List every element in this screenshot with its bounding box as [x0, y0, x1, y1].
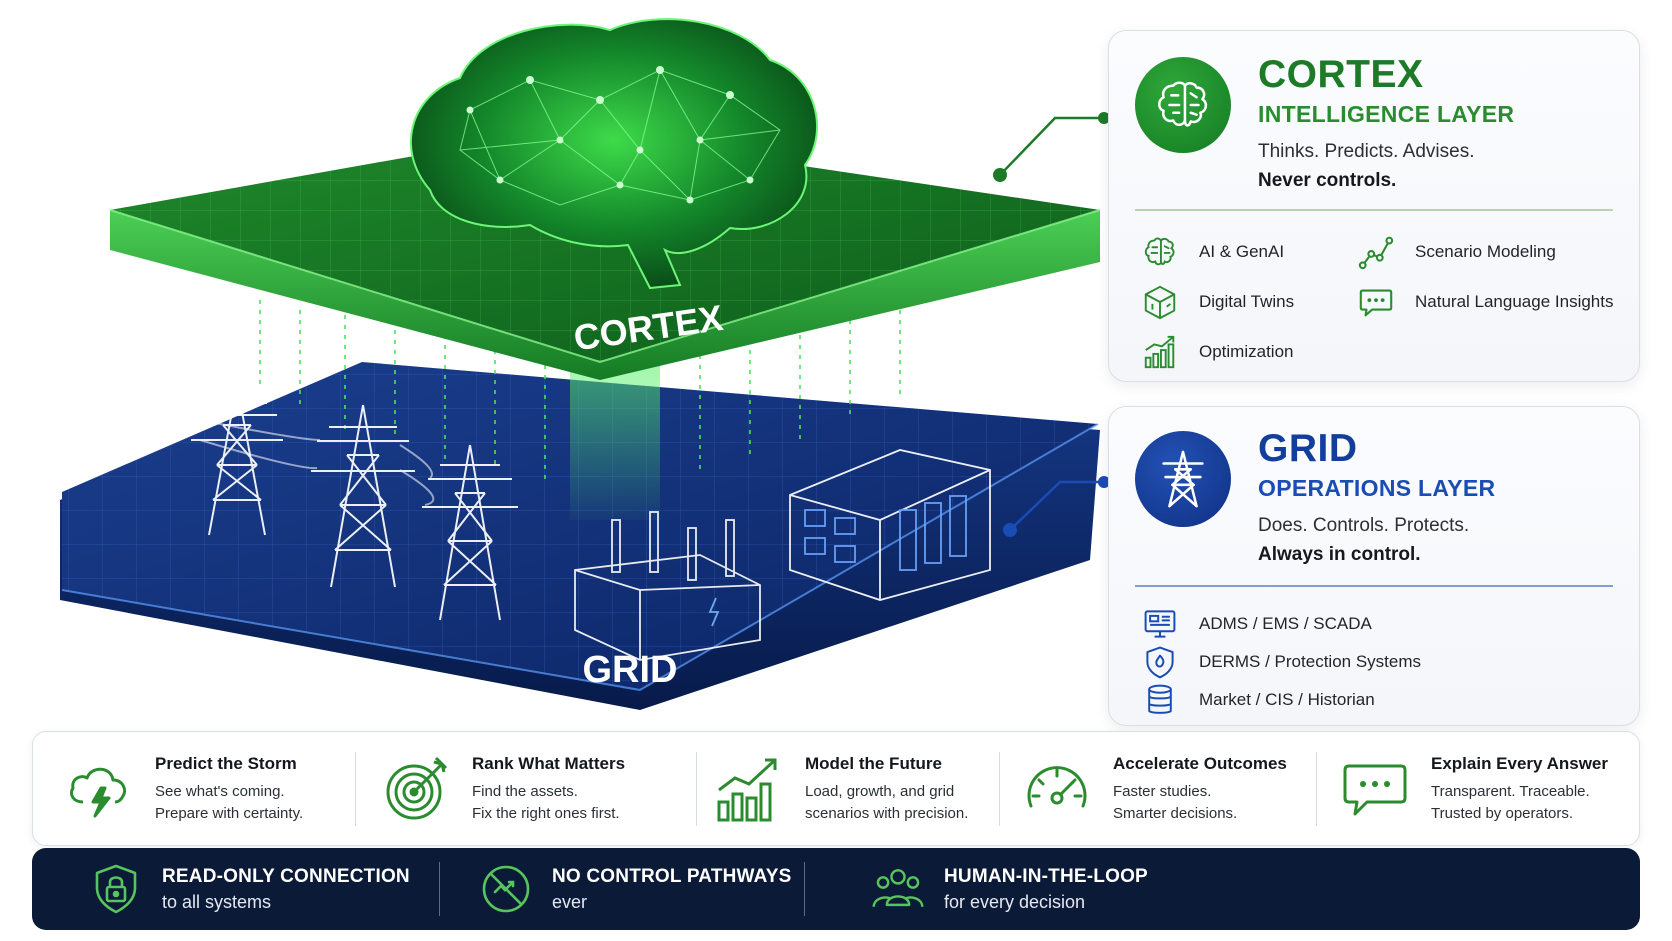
grid-connector: [1003, 476, 1110, 537]
principle-no-control: NO CONTROL PATHWAYS ever: [478, 848, 792, 930]
monitor-icon: [1139, 603, 1181, 645]
benefit-separator: [696, 752, 697, 826]
grid-card-tagline: Does. Controls. Protects.: [1258, 515, 1470, 536]
principle-read-only: READ-ONLY CONNECTION to all systems: [88, 848, 410, 930]
benefit-rank-line2: Fix the right ones first.: [472, 805, 620, 822]
benefit-accelerate: Accelerate Outcomes Faster studies. Smar…: [1019, 732, 1287, 847]
people-icon: [870, 861, 926, 917]
principle-no-control-sub: ever: [552, 891, 588, 912]
benefit-explain-line2: Trusted by operators.: [1431, 805, 1574, 822]
grid-platform-label: GRID: [583, 649, 678, 691]
grid-card-tagline-bold: Always in control.: [1258, 544, 1421, 565]
benefit-rank: Rank What Matters Find the assets. Fix t…: [378, 732, 625, 847]
principle-no-control-title: NO CONTROL PATHWAYS: [552, 865, 792, 887]
benefit-accelerate-line2: Smarter decisions.: [1113, 805, 1238, 822]
cortex-feature-ai: AI & GenAI: [1139, 231, 1284, 273]
storm-cloud-icon: [61, 752, 137, 828]
benefit-predict-title: Predict the Storm: [155, 754, 297, 773]
benefit-model: Model the Future Load, growth, and grid …: [711, 732, 968, 847]
cortex-feature-optimization: Optimization: [1139, 331, 1293, 373]
speedometer-icon: [1019, 752, 1095, 828]
grid-feature-derms-label: DERMS / Protection Systems: [1199, 652, 1422, 671]
cortex-card-tagline-bold: Never controls.: [1258, 170, 1397, 191]
benefit-accelerate-line1: Faster studies.: [1113, 783, 1212, 800]
principles-footer: READ-ONLY CONNECTION to all systems NO C…: [32, 848, 1640, 930]
grid-feature-market: Market / CIS / Historian: [1139, 679, 1375, 721]
growth-chart-icon: [711, 752, 787, 828]
grid-feature-adms: ADMS / EMS / SCADA: [1139, 603, 1372, 645]
grid-layer-card: GRID OPERATIONS LAYER Does. Controls. Pr…: [1108, 406, 1640, 726]
benefit-model-line2: scenarios with precision.: [805, 805, 969, 822]
cortex-card-title: CORTEX: [1258, 53, 1424, 96]
footer-separator: [439, 862, 440, 916]
tower-icon: [1162, 450, 1204, 508]
control-building: [789, 449, 991, 601]
brain-icon: [1158, 81, 1208, 127]
cortex-feature-twins: Digital Twins: [1139, 281, 1294, 323]
transmission-towers: [191, 384, 518, 621]
benefits-strip: Predict the Storm See what's coming. Pre…: [32, 731, 1640, 846]
grid-platform: [60, 362, 1100, 710]
grid-card-subtitle: OPERATIONS LAYER: [1258, 475, 1496, 501]
principle-read-only-sub: to all systems: [162, 891, 272, 912]
benefit-explain-line1: Transparent. Traceable.: [1431, 783, 1590, 800]
benefit-model-title: Model the Future: [805, 754, 942, 773]
grid-feature-market-label: Market / CIS / Historian: [1199, 690, 1375, 709]
benefit-separator: [355, 752, 356, 826]
trend-line-icon: [1355, 231, 1397, 273]
cortex-card-divider: [1135, 209, 1613, 211]
benefit-predict-line2: Prepare with certainty.: [155, 805, 304, 822]
chat-icon: [1355, 281, 1397, 323]
principle-human-loop: HUMAN-IN-THE-LOOP for every decision: [870, 848, 1148, 930]
grid-badge: [1135, 431, 1231, 527]
no-control-icon: [478, 861, 534, 917]
brain-icon: [1139, 231, 1181, 273]
principle-human-loop-sub: for every decision: [944, 891, 1086, 912]
brain-illustration: [409, 18, 819, 290]
principle-human-loop-title: HUMAN-IN-THE-LOOP: [944, 865, 1148, 887]
database-icon: [1139, 679, 1181, 721]
benefit-rank-title: Rank What Matters: [472, 754, 626, 773]
shield-icon: [1139, 641, 1181, 683]
cortex-card-tagline: Thinks. Predicts. Advises.: [1258, 141, 1475, 162]
benefit-rank-line1: Find the assets.: [472, 783, 578, 800]
grid-card-divider: [1135, 585, 1613, 587]
cortex-feature-scenario: Scenario Modeling: [1355, 231, 1556, 273]
benefit-predict-line1: See what's coming.: [155, 783, 285, 800]
benefit-separator: [999, 752, 1000, 826]
cortex-feature-optimization-label: Optimization: [1199, 342, 1294, 361]
benefit-explain: Explain Every Answer Transparent. Tracea…: [1337, 732, 1608, 847]
target-icon: [378, 752, 454, 828]
architecture-illustration: GRID CORTEX: [60, 18, 1110, 710]
bar-chart-icon: [1139, 331, 1181, 373]
benefit-explain-title: Explain Every Answer: [1431, 754, 1609, 773]
cortex-feature-scenario-label: Scenario Modeling: [1415, 242, 1556, 261]
cortex-feature-nl-label: Natural Language Insights: [1415, 292, 1614, 311]
principle-read-only-title: READ-ONLY CONNECTION: [162, 865, 410, 887]
benefit-predict: Predict the Storm See what's coming. Pre…: [61, 732, 303, 847]
substation: [574, 511, 761, 661]
benefit-accelerate-title: Accelerate Outcomes: [1113, 754, 1287, 773]
footer-separator: [804, 862, 805, 916]
grid-feature-derms: DERMS / Protection Systems: [1139, 641, 1421, 683]
grid-feature-adms-label: ADMS / EMS / SCADA: [1199, 614, 1372, 633]
lock-shield-icon: [88, 861, 144, 917]
cortex-feature-twins-label: Digital Twins: [1199, 292, 1295, 311]
benefit-model-line1: Load, growth, and grid: [805, 783, 955, 800]
grid-card-title: GRID: [1258, 427, 1358, 470]
speech-bubble-icon: [1337, 752, 1413, 828]
cortex-connector: [993, 112, 1110, 182]
cortex-feature-ai-label: AI & GenAI: [1199, 242, 1285, 261]
cortex-feature-nl: Natural Language Insights: [1355, 281, 1613, 323]
cortex-badge: [1135, 57, 1231, 153]
cortex-card-subtitle: INTELLIGENCE LAYER: [1258, 101, 1515, 127]
cube-icon: [1139, 281, 1181, 323]
benefit-separator: [1316, 752, 1317, 826]
cortex-layer-card: CORTEX INTELLIGENCE LAYER Thinks. Predic…: [1108, 30, 1640, 382]
